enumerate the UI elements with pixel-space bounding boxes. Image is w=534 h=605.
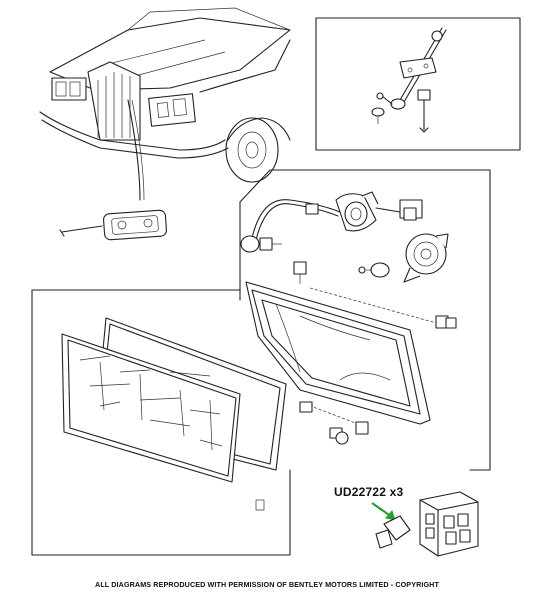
part-number-callout: UD22722 x3 [334,485,404,499]
part-callout-arrow [371,502,396,521]
copyright-footer: ALL DIAGRAMS REPRODUCED WITH PERMISSION … [95,580,439,589]
connector-block [419,491,479,557]
assembly-outline-panel [31,169,491,556]
bulb-and-harness [240,191,449,284]
headlamp-lens [61,317,287,511]
clip-part [375,515,411,549]
plate-lamp-part [59,209,167,241]
headlamp-shell [245,281,457,445]
adjuster-inset-box [315,17,521,151]
car-front-illustration [39,7,291,201]
